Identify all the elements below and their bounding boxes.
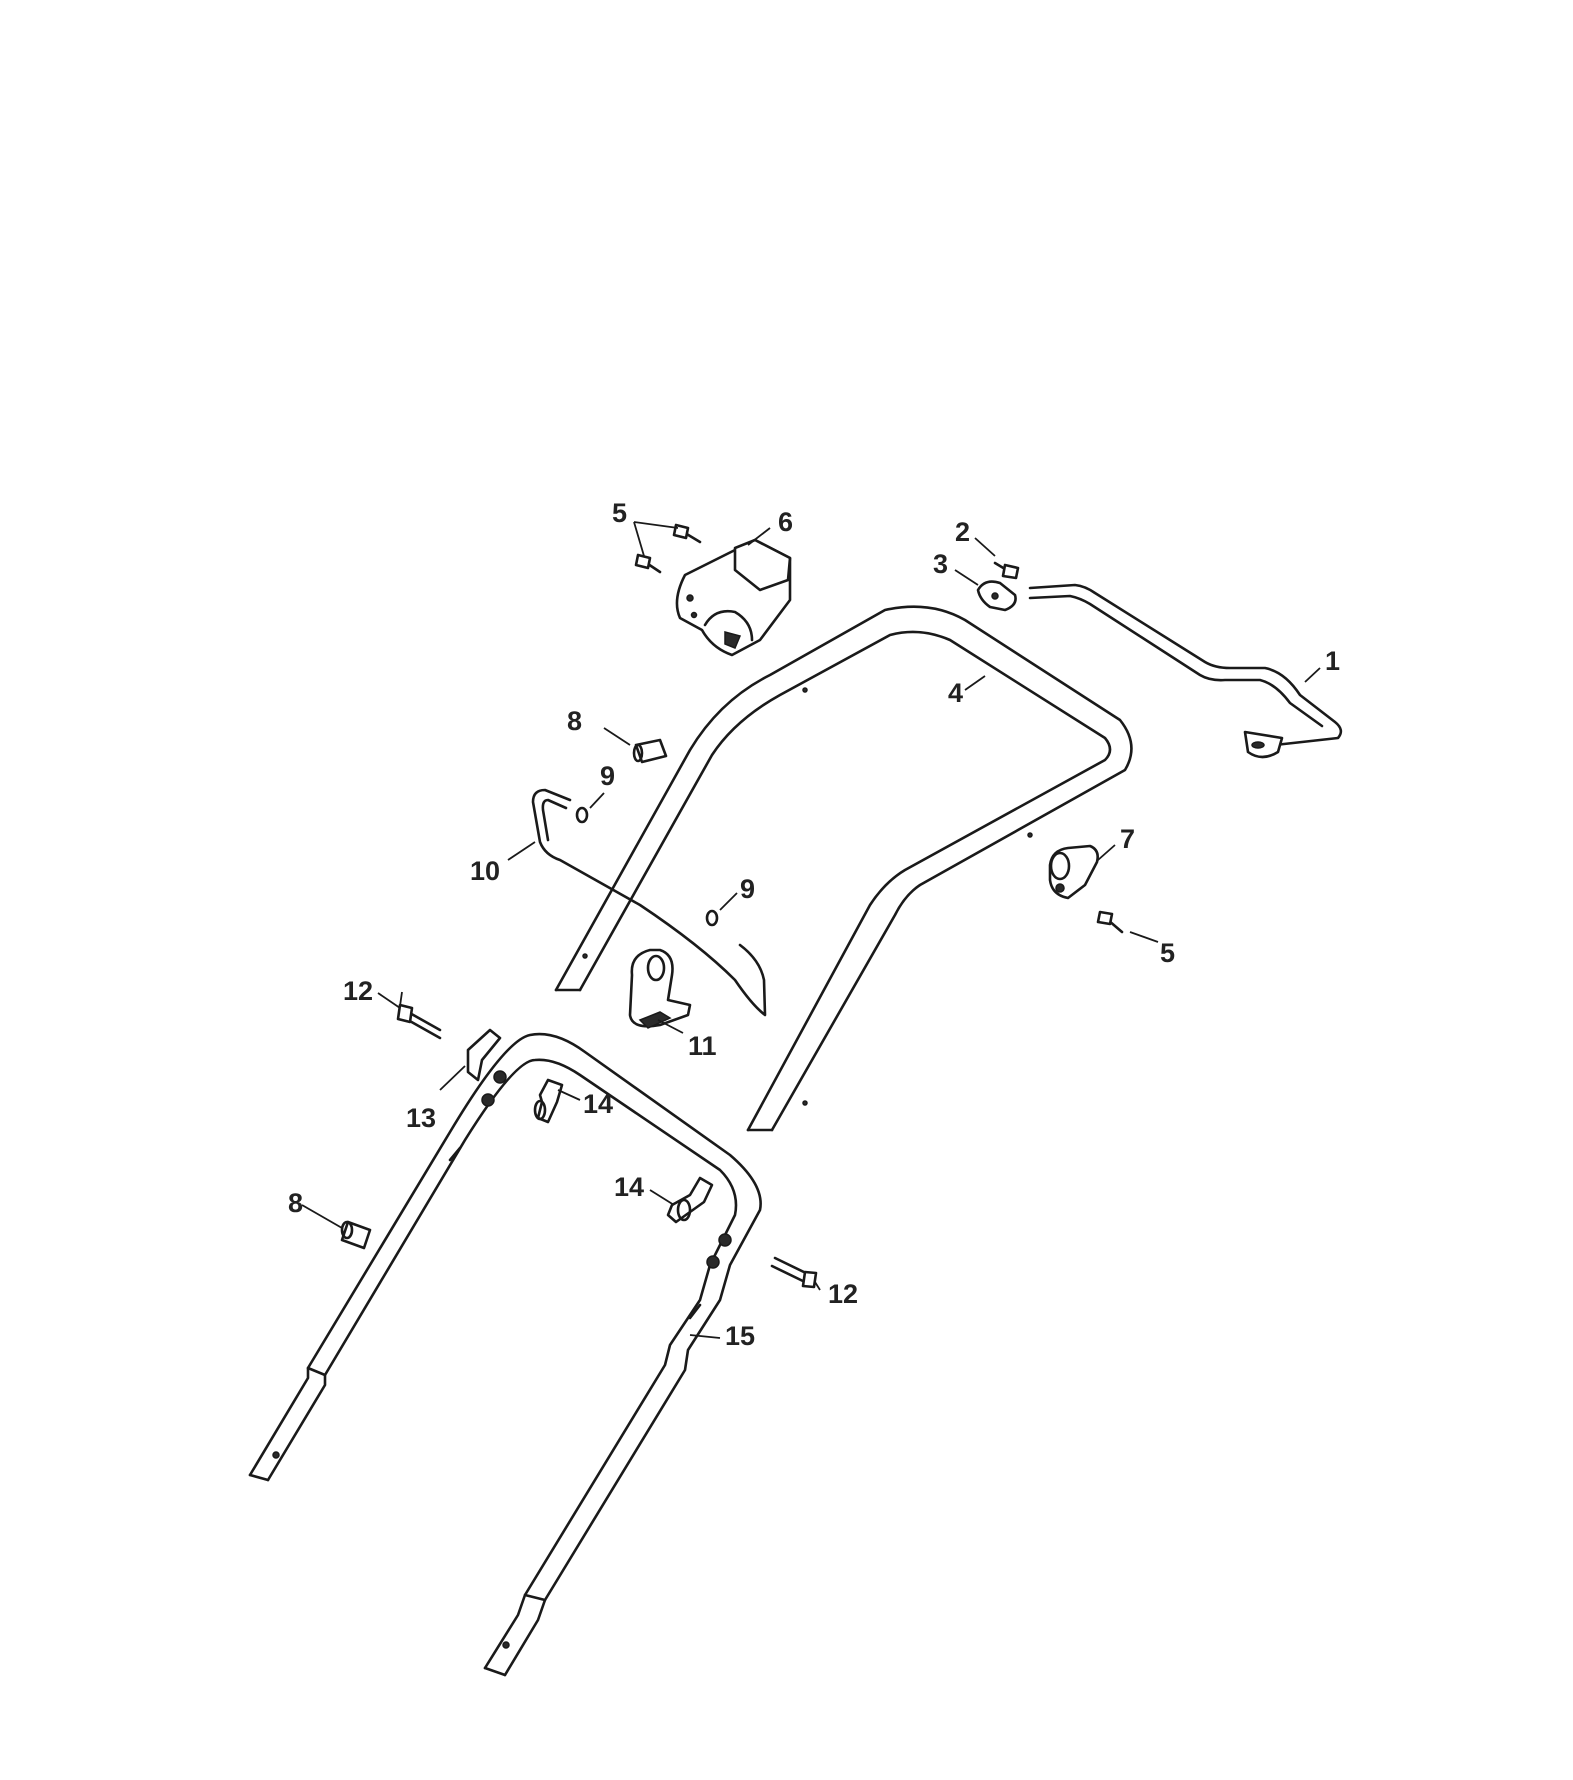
callout-14b: 14: [614, 1172, 644, 1202]
callout-8a: 8: [567, 706, 582, 736]
leader-lines: [301, 521, 1321, 1339]
callout-12b: 12: [828, 1279, 858, 1309]
callout-4: 4: [948, 678, 963, 708]
callout-12a: 12: [343, 976, 373, 1006]
screw-5a-part: [672, 523, 702, 544]
callout-10: 10: [470, 856, 500, 886]
upper-handle-part: [554, 605, 1133, 1132]
callout-9a: 9: [600, 761, 615, 791]
callout-7: 7: [1120, 824, 1135, 854]
control-bar-part: [1028, 583, 1343, 759]
bolt-12b-part: [770, 1256, 818, 1289]
callout-2: 2: [955, 517, 970, 547]
callout-14a: 14: [583, 1089, 613, 1119]
bolt-12a-part: [396, 1003, 442, 1040]
bracket-11-part: [628, 948, 692, 1029]
callout-5b: 5: [1160, 938, 1175, 968]
screw-5c-part: [1096, 910, 1124, 934]
callout-8b: 8: [288, 1188, 303, 1218]
callout-11: 11: [688, 1031, 717, 1061]
washer-9a-part: [575, 806, 589, 824]
callout-15: 15: [725, 1321, 755, 1351]
plug-8b-part: [340, 1220, 372, 1250]
screw-2-part: [993, 561, 1020, 580]
clip-3-part: [976, 580, 1017, 612]
clamp-7-part: [1048, 844, 1099, 900]
wire-rod-10-part: [531, 788, 767, 1017]
screw-5b-part: [634, 553, 662, 574]
lower-handle-part: [248, 1032, 762, 1677]
knob-14a-part: [533, 1078, 564, 1124]
callout-13: 13: [406, 1103, 436, 1133]
callout-6: 6: [778, 507, 793, 537]
washer-9b-part: [705, 909, 719, 927]
callout-9b: 9: [740, 874, 755, 904]
knob-14b-part: [666, 1176, 714, 1224]
callout-labels: 1 2 3 4 5 6 7 5 8 9 9 10 11 12 12 13 14 …: [288, 498, 1340, 1351]
callout-5a: 5: [612, 498, 627, 528]
callout-3: 3: [933, 549, 948, 579]
plug-8a-part: [632, 738, 668, 764]
control-housing-part: [675, 538, 792, 657]
callout-1: 1: [1325, 646, 1340, 676]
bracket-13-part: [466, 1028, 502, 1082]
